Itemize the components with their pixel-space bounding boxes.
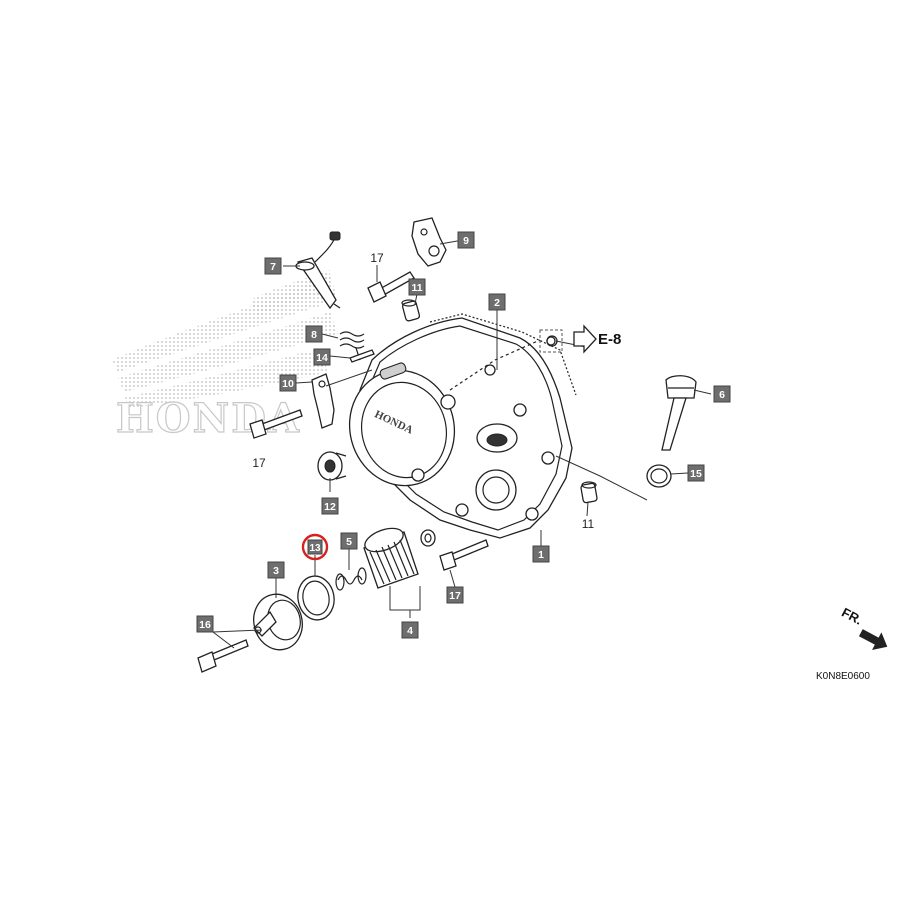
part-16-bolt: [197, 639, 249, 673]
callout-13-highlighted[interactable]: 13: [301, 533, 329, 561]
part-14-pin: [349, 349, 375, 363]
svg-text:17: 17: [449, 590, 461, 602]
part-4-oil-filter: [363, 527, 436, 589]
part-12-oil-seal: [317, 451, 347, 481]
svg-text:9: 9: [463, 235, 469, 247]
arrow-right-icon: [573, 324, 597, 354]
callout-14[interactable]: 14: [313, 348, 331, 366]
e8-reference-marker: E-8: [539, 324, 621, 354]
part-5-spring: [335, 567, 367, 591]
arrow-right-icon: [858, 629, 888, 650]
leader-lines: [212, 239, 712, 649]
callout-2[interactable]: 2: [488, 293, 506, 311]
honda-watermark-text: HONDA: [116, 395, 301, 442]
callout-11-upper[interactable]: 11: [408, 278, 426, 296]
svg-text:5: 5: [346, 536, 352, 548]
svg-text:11: 11: [411, 282, 422, 294]
callout-8[interactable]: 8: [305, 325, 323, 343]
part-7-sensor: [295, 231, 341, 310]
part-13-o-ring: [297, 575, 335, 621]
svg-text:2: 2: [494, 297, 500, 309]
callout-1[interactable]: 1: [532, 545, 550, 563]
callout-12[interactable]: 12: [321, 497, 339, 515]
part-11-dowel-pin-lower: [580, 481, 598, 504]
callout-11-lower[interactable]: 11: [582, 517, 595, 531]
front-direction-label: FR.: [839, 605, 865, 628]
front-direction-indicator: FR.: [839, 605, 888, 650]
callout-15[interactable]: 15: [687, 464, 705, 482]
part-17-bolt-left: [249, 409, 303, 439]
svg-text:8: 8: [311, 329, 317, 341]
part-11-dowel-pin-upper: [401, 299, 421, 322]
svg-text:15: 15: [690, 468, 702, 480]
callout-17-left[interactable]: 17: [252, 456, 266, 470]
callout-5[interactable]: 5: [340, 532, 358, 550]
part-15-o-ring: [646, 464, 672, 488]
part-9-bracket: [411, 217, 447, 267]
svg-text:16: 16: [199, 619, 211, 631]
svg-text:12: 12: [324, 501, 336, 513]
svg-text:4: 4: [407, 625, 413, 637]
highlight-ring: [301, 533, 329, 561]
callout-16[interactable]: 16: [196, 615, 214, 633]
svg-text:6: 6: [719, 389, 725, 401]
callout-6[interactable]: 6: [713, 385, 731, 403]
svg-text:10: 10: [282, 378, 294, 390]
callout-10[interactable]: 10: [279, 374, 297, 392]
honda-wing-watermark: HONDA: [112, 270, 338, 443]
part-10-arm: [311, 373, 335, 429]
part-17-bolt-upper: [367, 265, 415, 303]
part-17-bolt-right: [439, 539, 489, 571]
crankcase-cover: HONDA: [348, 313, 577, 539]
svg-text:3: 3: [273, 565, 279, 577]
svg-text:1: 1: [538, 549, 544, 561]
callout-3[interactable]: 3: [267, 561, 285, 579]
svg-text:7: 7: [270, 261, 276, 273]
callout-17-right[interactable]: 17: [446, 586, 464, 604]
callout-7[interactable]: 7: [264, 257, 282, 275]
part-6-oil-dipstick: [661, 375, 697, 451]
callout-9[interactable]: 9: [457, 231, 475, 249]
svg-text:13: 13: [309, 543, 321, 554]
diagram-code: K0N8E0600: [816, 671, 870, 682]
e8-reference-label: E-8: [598, 331, 621, 348]
svg-text:14: 14: [316, 352, 328, 364]
callout-4[interactable]: 4: [401, 621, 419, 639]
callout-17-upper[interactable]: 17: [370, 251, 384, 265]
